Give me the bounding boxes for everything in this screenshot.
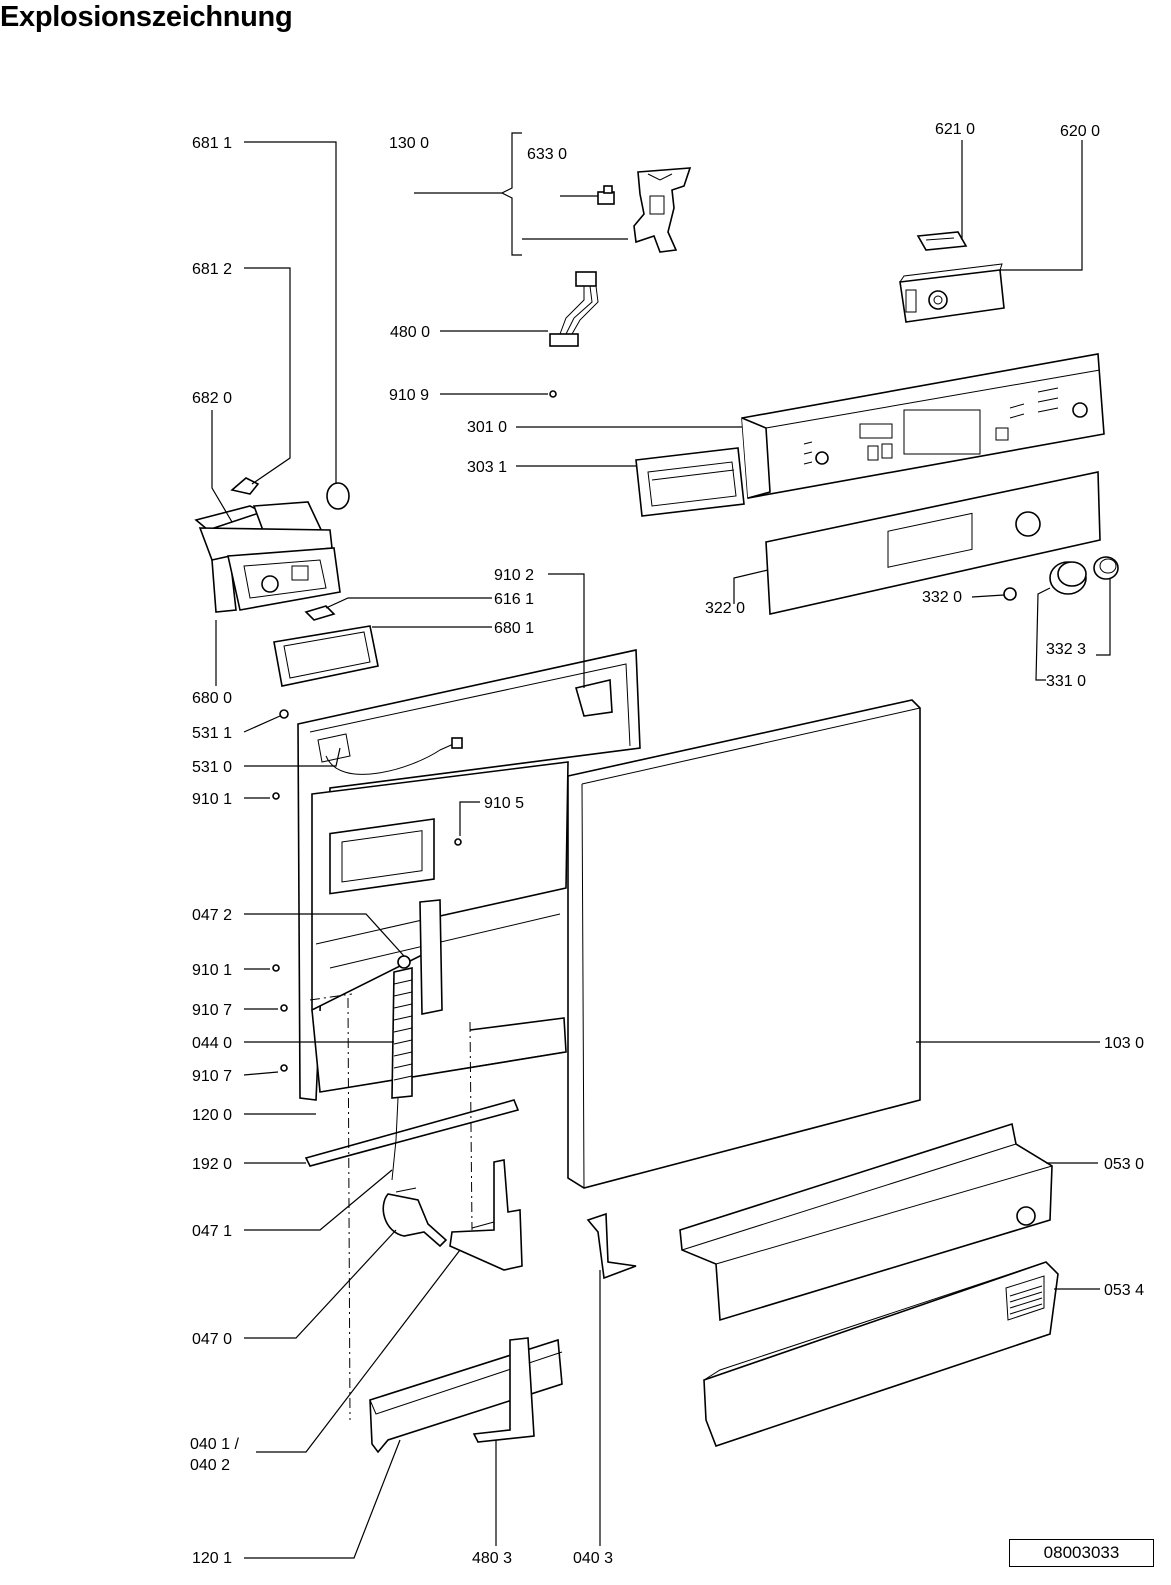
alignment-lines [309, 993, 473, 1421]
label-331-0: 331 0 [1046, 673, 1086, 690]
label-633-0: 633 0 [527, 146, 567, 163]
label-910-7-upper: 910 7 [192, 1002, 232, 1019]
part-047-1-rope [391, 1097, 399, 1181]
part-331-knob [1049, 561, 1087, 595]
part-322-fascia-panel [765, 471, 1101, 615]
label-910-1-lower: 910 1 [192, 962, 232, 979]
label-120-0: 120 0 [192, 1107, 232, 1124]
label-047-1: 047 1 [192, 1223, 232, 1240]
part-616-clip [304, 605, 336, 621]
label-322-0: 322 0 [705, 600, 745, 617]
part-053-kickplate-support [679, 1122, 1053, 1322]
part-120-inner-door [297, 649, 641, 1101]
part-number-labels: 681 1 130 0 633 0 621 0 620 0 681 2 480 … [190, 121, 1144, 1567]
label-616-1: 616 1 [494, 591, 534, 608]
label-682-0: 682 0 [192, 390, 232, 407]
label-040-1: 040 1 / [190, 1436, 239, 1453]
part-680-detergent-dispenser [194, 501, 341, 613]
label-620-0: 620 0 [1060, 123, 1100, 140]
part-103-outer-door [567, 699, 921, 1189]
label-910-5: 910 5 [484, 795, 524, 812]
part-301-control-panel [741, 353, 1105, 499]
label-480-0: 480 0 [390, 324, 430, 341]
part-910-9-screw [549, 390, 557, 398]
label-531-1: 531 1 [192, 725, 232, 742]
part-633-switch [597, 185, 615, 205]
label-681-2: 681 2 [192, 261, 232, 278]
label-130-0: 130 0 [389, 135, 429, 152]
part-044-spring [391, 955, 413, 1099]
label-910-9: 910 9 [389, 387, 429, 404]
label-531-0: 531 0 [192, 759, 232, 776]
part-303-dispenser-cover [635, 447, 745, 517]
part-053-4-lower-panel [703, 1261, 1059, 1448]
part-480-cable-harness [549, 271, 599, 347]
label-192-0: 192 0 [192, 1156, 232, 1173]
door-screws [272, 709, 462, 1072]
part-120-1-lower-bracket [369, 1337, 563, 1454]
part-040-hinge-bracket [449, 1159, 523, 1271]
label-120-1: 120 1 [192, 1550, 232, 1567]
page-title: Explosionszeichnung [0, 1, 293, 33]
label-044-0: 044 0 [192, 1035, 232, 1052]
label-040-2: 040 2 [190, 1457, 230, 1474]
part-047-hinge-hook [382, 1187, 448, 1248]
label-332-3: 332 3 [1046, 641, 1086, 658]
label-480-3: 480 3 [472, 1550, 512, 1567]
part-620-electronic-module [899, 263, 1005, 323]
part-040-3-hinge [586, 1212, 637, 1280]
leader-lines [211, 132, 1111, 1559]
part-621-board [916, 231, 968, 251]
label-053-4: 053 4 [1104, 1282, 1144, 1299]
label-047-2: 047 2 [192, 907, 232, 924]
label-303-1: 303 1 [467, 459, 507, 476]
label-680-1: 680 1 [494, 620, 534, 637]
part-680-1-gasket [273, 625, 379, 687]
label-680-0: 680 0 [192, 690, 232, 707]
part-681-2-lever [230, 477, 260, 495]
label-910-7-lower: 910 7 [192, 1068, 232, 1085]
label-910-1-upper: 910 1 [192, 791, 232, 808]
label-040-3: 040 3 [573, 1550, 613, 1567]
label-681-1: 681 1 [192, 135, 232, 152]
part-130-door-latch [633, 167, 692, 253]
part-332-0-button [1003, 587, 1017, 601]
label-332-0: 332 0 [922, 589, 962, 606]
label-047-0: 047 0 [192, 1331, 232, 1348]
label-053-0: 053 0 [1104, 1156, 1144, 1173]
label-621-0: 621 0 [935, 121, 975, 138]
part-332-3-cap [1093, 556, 1119, 580]
label-103-0: 103 0 [1104, 1035, 1144, 1052]
part-681-1-seal [326, 482, 350, 510]
label-910-2: 910 2 [494, 567, 534, 584]
label-301-0: 301 0 [467, 419, 507, 436]
part-192-strip [304, 1099, 520, 1167]
drawing-number-box: 08003033 [1009, 1539, 1154, 1567]
